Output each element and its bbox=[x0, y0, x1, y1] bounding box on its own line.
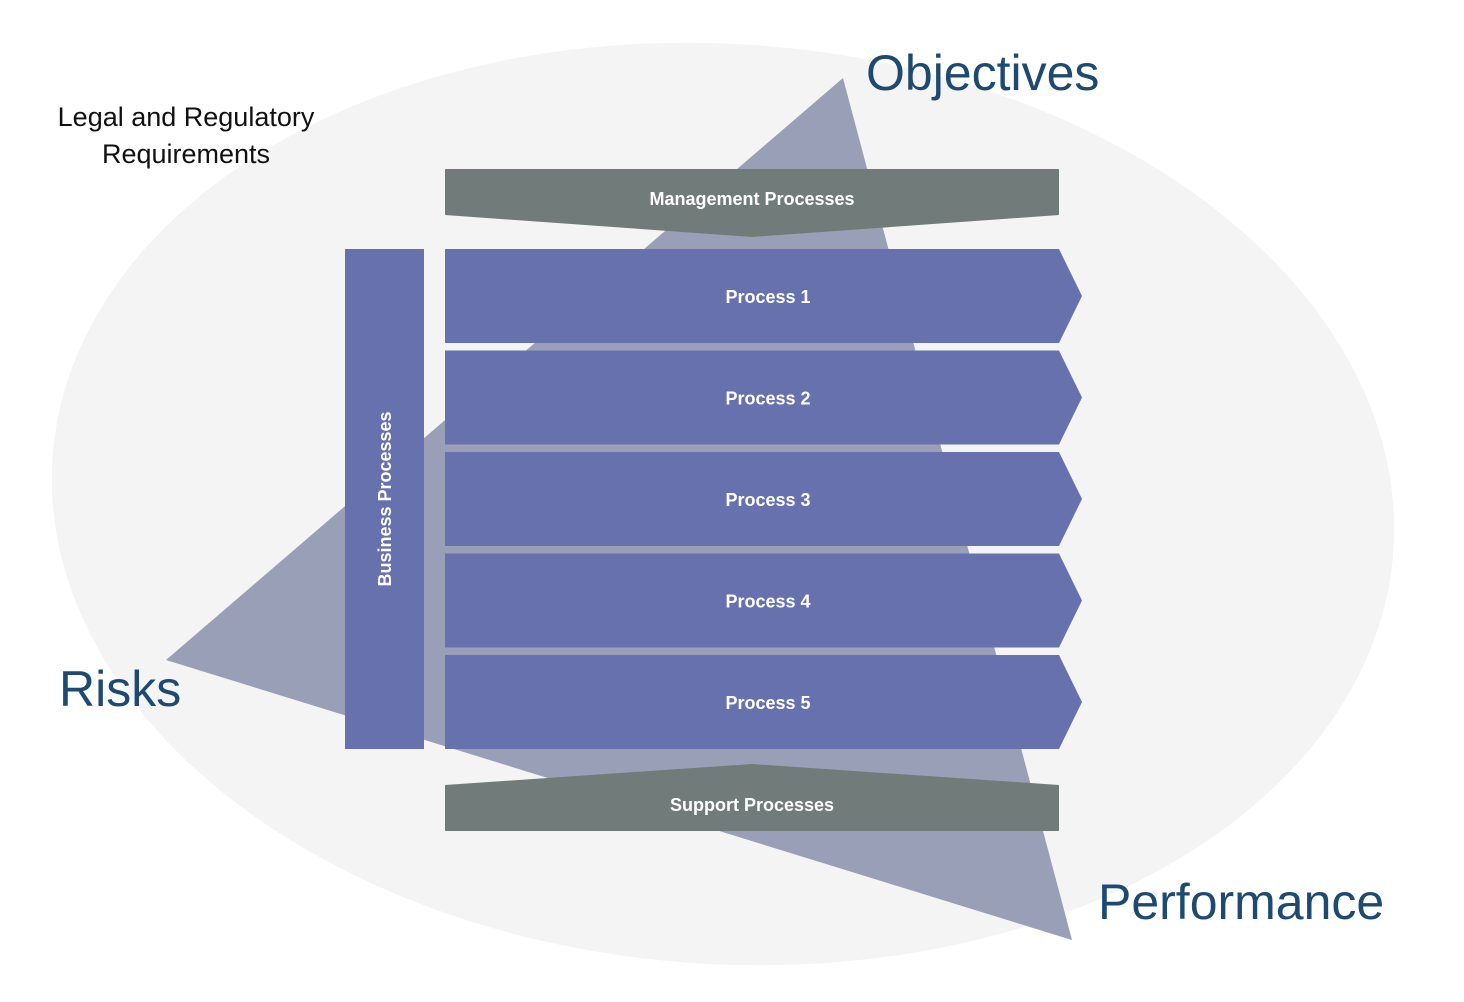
objectives-label: Objectives bbox=[866, 45, 1100, 101]
legal-requirements-line2: Requirements bbox=[101, 139, 271, 169]
process-5-label: Process 5 bbox=[725, 693, 810, 713]
process-3-label: Process 3 bbox=[725, 490, 810, 510]
business-processes-label: Business Processes bbox=[375, 411, 395, 586]
process-5-arrow bbox=[445, 655, 1082, 749]
process-2-label: Process 2 bbox=[725, 389, 810, 409]
management-processes-label: Management Processes bbox=[649, 189, 854, 209]
process-1-label: Process 1 bbox=[725, 287, 810, 307]
process-3-arrow bbox=[445, 452, 1082, 546]
management-processes-bar bbox=[445, 169, 1059, 237]
process-4-arrow bbox=[445, 553, 1082, 648]
process-1-arrow bbox=[445, 249, 1082, 343]
support-processes-label: Support Processes bbox=[670, 795, 834, 815]
process-4-label: Process 4 bbox=[725, 592, 810, 612]
risks-label: Risks bbox=[59, 661, 182, 717]
performance-label: Performance bbox=[1098, 874, 1385, 930]
process-2-arrow bbox=[445, 350, 1082, 445]
business-processes-bar bbox=[345, 249, 424, 749]
process-arrows: Process 1 Process 2 Process 3 Process 4 Proc… bbox=[445, 249, 1082, 749]
support-processes-bar bbox=[445, 764, 1059, 831]
legal-requirements-label: Legal and Regulatory Requirements bbox=[16, 99, 356, 173]
legal-requirements-line1: Legal and Regulatory bbox=[57, 102, 315, 132]
